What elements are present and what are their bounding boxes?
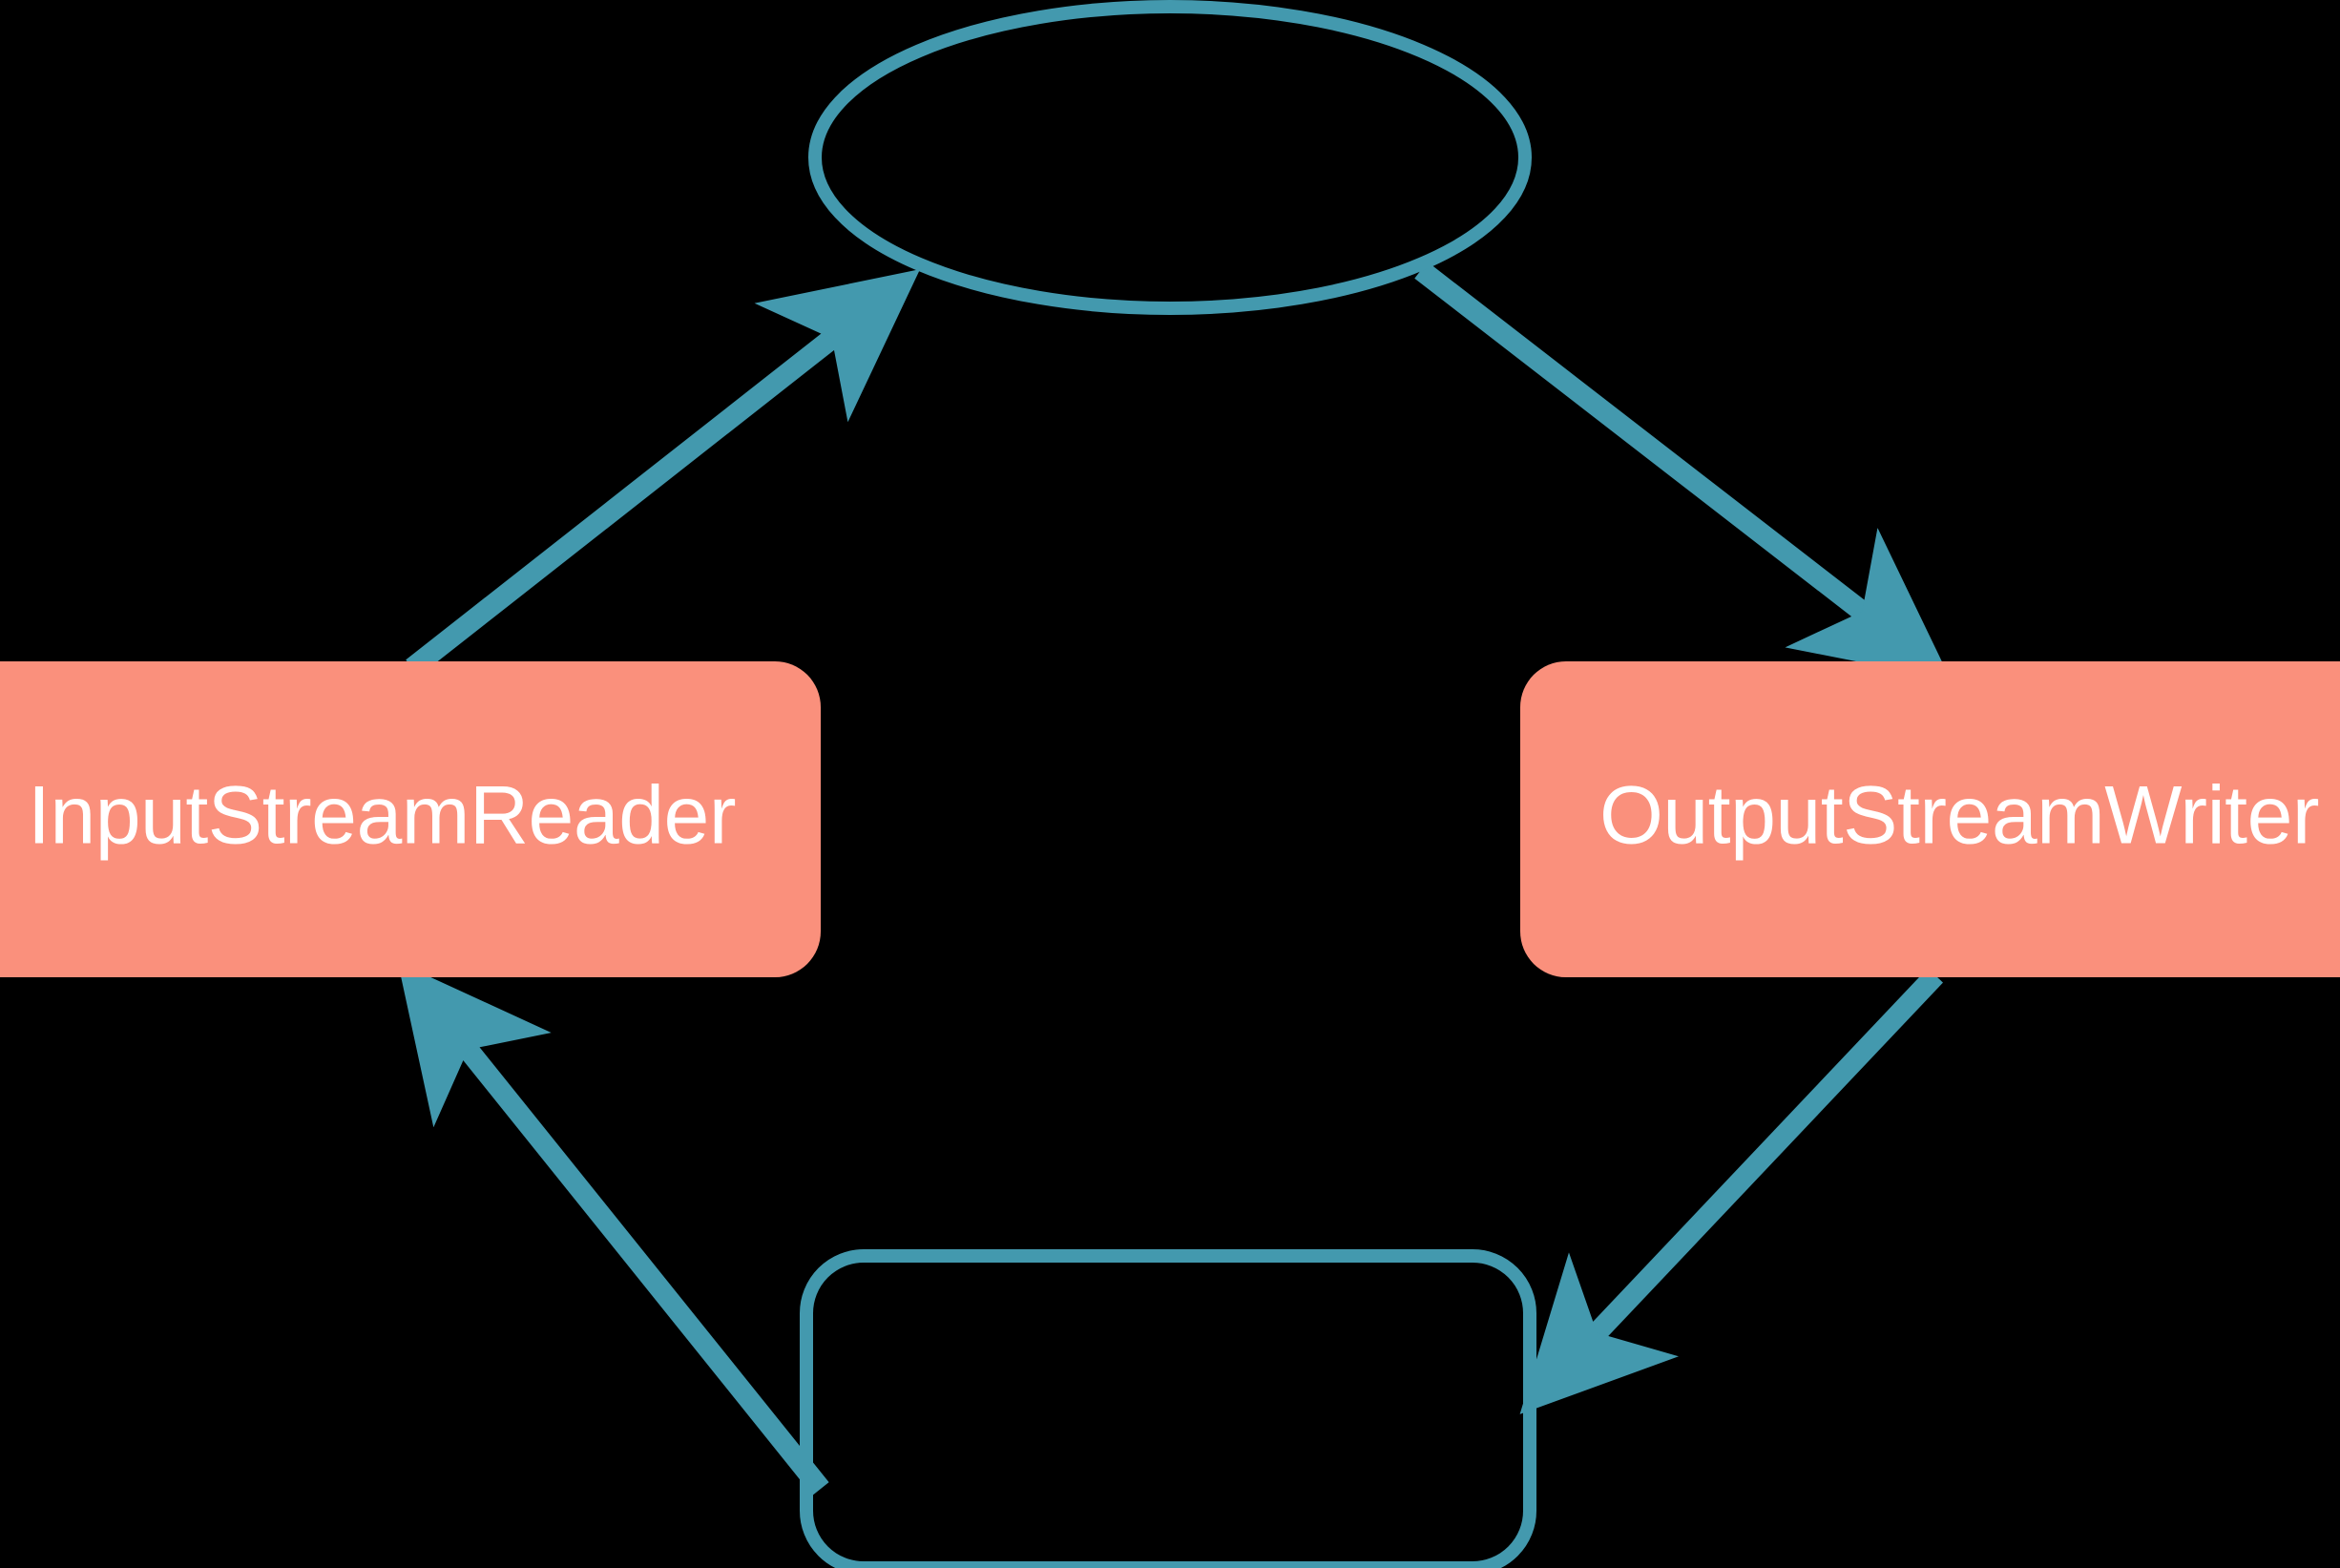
output-stream-writer-shape[interactable]	[1520, 661, 2340, 977]
node-input-stream-reader[interactable]: InputStreamReader	[0, 661, 821, 977]
connector-reader-to-ellipse	[406, 269, 921, 677]
node-output-stream-writer[interactable]: OutputStreamWriter	[1520, 661, 2340, 977]
connector-bottomrect-to-reader	[397, 962, 829, 1495]
top-ellipse-shape[interactable]	[808, 0, 1532, 315]
connector-ellipse-to-writer	[1414, 261, 1952, 680]
input-stream-reader-shape[interactable]	[0, 661, 821, 977]
node-bottom-rect[interactable]	[800, 1249, 1536, 1568]
output-stream-writer-label: OutputStreamWriter	[1599, 770, 2319, 862]
connector-layer	[397, 261, 1952, 1495]
connector-writer-to-bottomrect	[1519, 968, 1943, 1414]
bottom-rect-shape[interactable]	[800, 1249, 1536, 1568]
input-stream-reader-label: InputStreamReader	[28, 770, 736, 862]
node-top-ellipse[interactable]	[808, 0, 1532, 315]
